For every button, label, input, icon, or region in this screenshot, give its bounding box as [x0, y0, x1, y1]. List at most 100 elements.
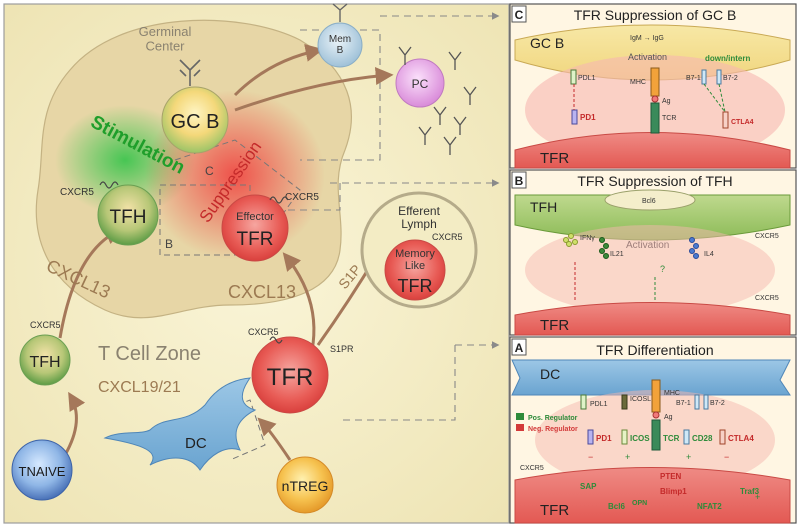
panel-a-pd1-label: PD1 — [596, 434, 612, 443]
panel-b-suppression-glow — [525, 225, 775, 315]
legend-neg-swatch — [516, 424, 524, 431]
panel-b-cxcr5-top: CXCR5 — [755, 233, 779, 240]
mem-b-antibody-icon — [332, 3, 348, 22]
effector-label: Effector — [236, 211, 274, 223]
panel-a-letter: A — [515, 341, 524, 355]
panel-b-il21: IL21 — [610, 251, 624, 258]
panel-c-tfr-membrane — [514, 132, 791, 169]
panel-c-title: TFR Suppression of GC B — [574, 7, 737, 23]
panel-a-b71-label: B7-1 — [676, 400, 691, 407]
panel-c-activation: Activation — [628, 52, 667, 62]
panel-c-pd1-receptor — [571, 109, 578, 125]
panel-b-letter: B — [515, 174, 524, 188]
dendritic-cell — [103, 377, 257, 471]
panel-a-tcr-label: TCR — [663, 434, 680, 443]
tfr-tzone-s1pr-label: S1PR — [330, 344, 354, 354]
panel-a-dc-label: DC — [540, 366, 560, 382]
panel-a-b71 — [694, 394, 700, 410]
memory-tfr-cxcr5-label: CXCR5 — [432, 232, 463, 242]
panel-a-b72 — [703, 394, 709, 410]
panel-a-pdl1 — [580, 394, 587, 410]
panel-b-cxcr5-bottom: CXCR5 — [755, 295, 779, 302]
tfh-cell-tzone — [19, 334, 71, 386]
panel-b-il4: IL4 — [704, 251, 714, 258]
panel-c-b72-label: B7-2 — [723, 75, 738, 82]
panel-b-letter-box — [511, 171, 527, 189]
tfh-gc-cxcr5-label: CXCR5 — [60, 187, 94, 198]
legend-pos-label: Pos. Regulator — [528, 415, 578, 422]
effector-tfr-cxcr5-receptor — [269, 196, 289, 204]
tfr-tzone-cxcr5-label: CXCR5 — [248, 327, 279, 337]
tnaive-label: TNAIVE — [19, 464, 66, 479]
panel-c-down-intern: down/intern — [705, 54, 750, 63]
panel-c-ag: Ag — [662, 98, 671, 105]
panel-c-gcb-label: GC B — [530, 35, 564, 51]
panel-a-cxcr5-label: CXCR5 — [520, 465, 544, 472]
panel-b-tfh-label: TFH — [530, 199, 557, 215]
region-a-box — [199, 399, 266, 461]
panel-c-pdl1: PDL1 — [578, 75, 596, 82]
panel-c-mhc — [650, 67, 660, 97]
plasma-cell — [395, 58, 445, 108]
panel-a-plus-3: + — [755, 492, 760, 502]
panel-b-bcl6: Bcl6 — [642, 198, 656, 205]
panel-a-tcr — [651, 419, 661, 451]
panel-b-tfr-label: TFR — [540, 317, 569, 334]
panel-b-ifng-molecules — [563, 233, 578, 247]
panel-a-ag: Ag — [664, 414, 673, 421]
panel-a-tfr-membrane — [514, 467, 791, 524]
panel-a-cd28-label: CD28 — [692, 434, 713, 443]
panel-c-b71 — [701, 69, 707, 85]
bcr-antibody-icon — [179, 59, 201, 86]
antibody-cluster-icon — [398, 46, 477, 155]
effector-tfr-label: TFR — [237, 229, 274, 250]
panel-c-mhc-label: MHC — [630, 79, 646, 86]
panel-c-pd1: PD1 — [580, 113, 596, 122]
panel-a-pd1 — [587, 429, 594, 445]
panel-a-dc-membrane — [511, 359, 791, 396]
pc-label: PC — [412, 77, 429, 91]
panel-a-nfat2: NFAT2 — [697, 502, 722, 511]
effector-tfr-cell — [221, 194, 289, 262]
panel-b-il21-molecules — [599, 237, 609, 259]
mem-b-cell — [317, 22, 363, 68]
panel-c-tfr-label: TFR — [540, 150, 569, 167]
tfh-cell-gc — [97, 184, 159, 246]
tfr-tzone-cxcr5-receptor — [269, 336, 283, 344]
panel-b-ifng: IFNγ — [580, 235, 595, 242]
panel-c-letter-box — [511, 5, 527, 23]
panel-b-title: TFR Suppression of TFH — [577, 173, 732, 189]
panel-a-letter-box — [511, 338, 527, 356]
panel-a-blimp1: Blimp1 — [660, 487, 687, 496]
ntreg-label: nTREG — [282, 478, 329, 494]
panel-a-icosl — [621, 394, 628, 410]
panel-b: B TFR Suppression of TFH Bcl6 TFH Activa… — [509, 169, 797, 336]
arrow-tnaive-to-tfh — [63, 391, 86, 456]
panel-a-sap: SAP — [580, 482, 597, 491]
panel-a-pdl1-label: PDL1 — [590, 401, 608, 408]
panel-a-minus-1: − — [588, 452, 593, 462]
panel-a-ctla4 — [719, 429, 726, 445]
panel-b-il4-molecules — [689, 237, 699, 259]
gc-b-cell — [161, 86, 229, 154]
tfh-tzone-cxcr5-label: CXCR5 — [30, 320, 61, 330]
tnaive-cell — [11, 439, 73, 501]
panel-a-mhc-label: MHC — [664, 390, 680, 397]
panel-a-tfr-label: TFR — [540, 502, 569, 519]
tfh-gc-label: TFH — [110, 207, 147, 228]
panel-c-ctla4-label: CTLA4 — [731, 119, 754, 126]
connector-a-link — [340, 345, 456, 421]
panel-a: A TFR Differentiation DC TFR PDL1 ICOSL … — [509, 336, 797, 524]
panel-a-plus-2: + — [686, 452, 691, 462]
legend-neg-label: Neg. Regulator — [528, 426, 578, 433]
cxcl1921-label: CXCL19/21 — [98, 379, 181, 396]
tfh-tzone-label: TFH — [29, 354, 60, 371]
panel-a-title: TFR Differentiation — [596, 342, 713, 358]
arrow-ntreg-to-tfr — [257, 417, 292, 461]
panel-a-pten: PTEN — [660, 472, 682, 481]
effector-tfr-cxcr5-label: CXCR5 — [285, 192, 319, 203]
